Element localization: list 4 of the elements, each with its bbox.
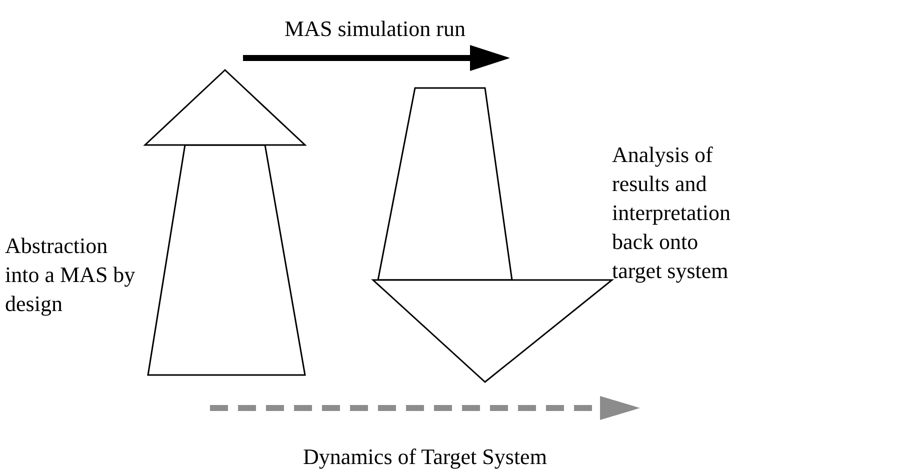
arrow-label: Abstraction into a MAS by design [5,232,136,318]
arrow-label: Analysis of results and interpretation back onto target system [612,141,732,285]
arrow-label: MAS simulation run [284,15,466,43]
arrow-label: Dynamics of Target System [303,443,547,471]
